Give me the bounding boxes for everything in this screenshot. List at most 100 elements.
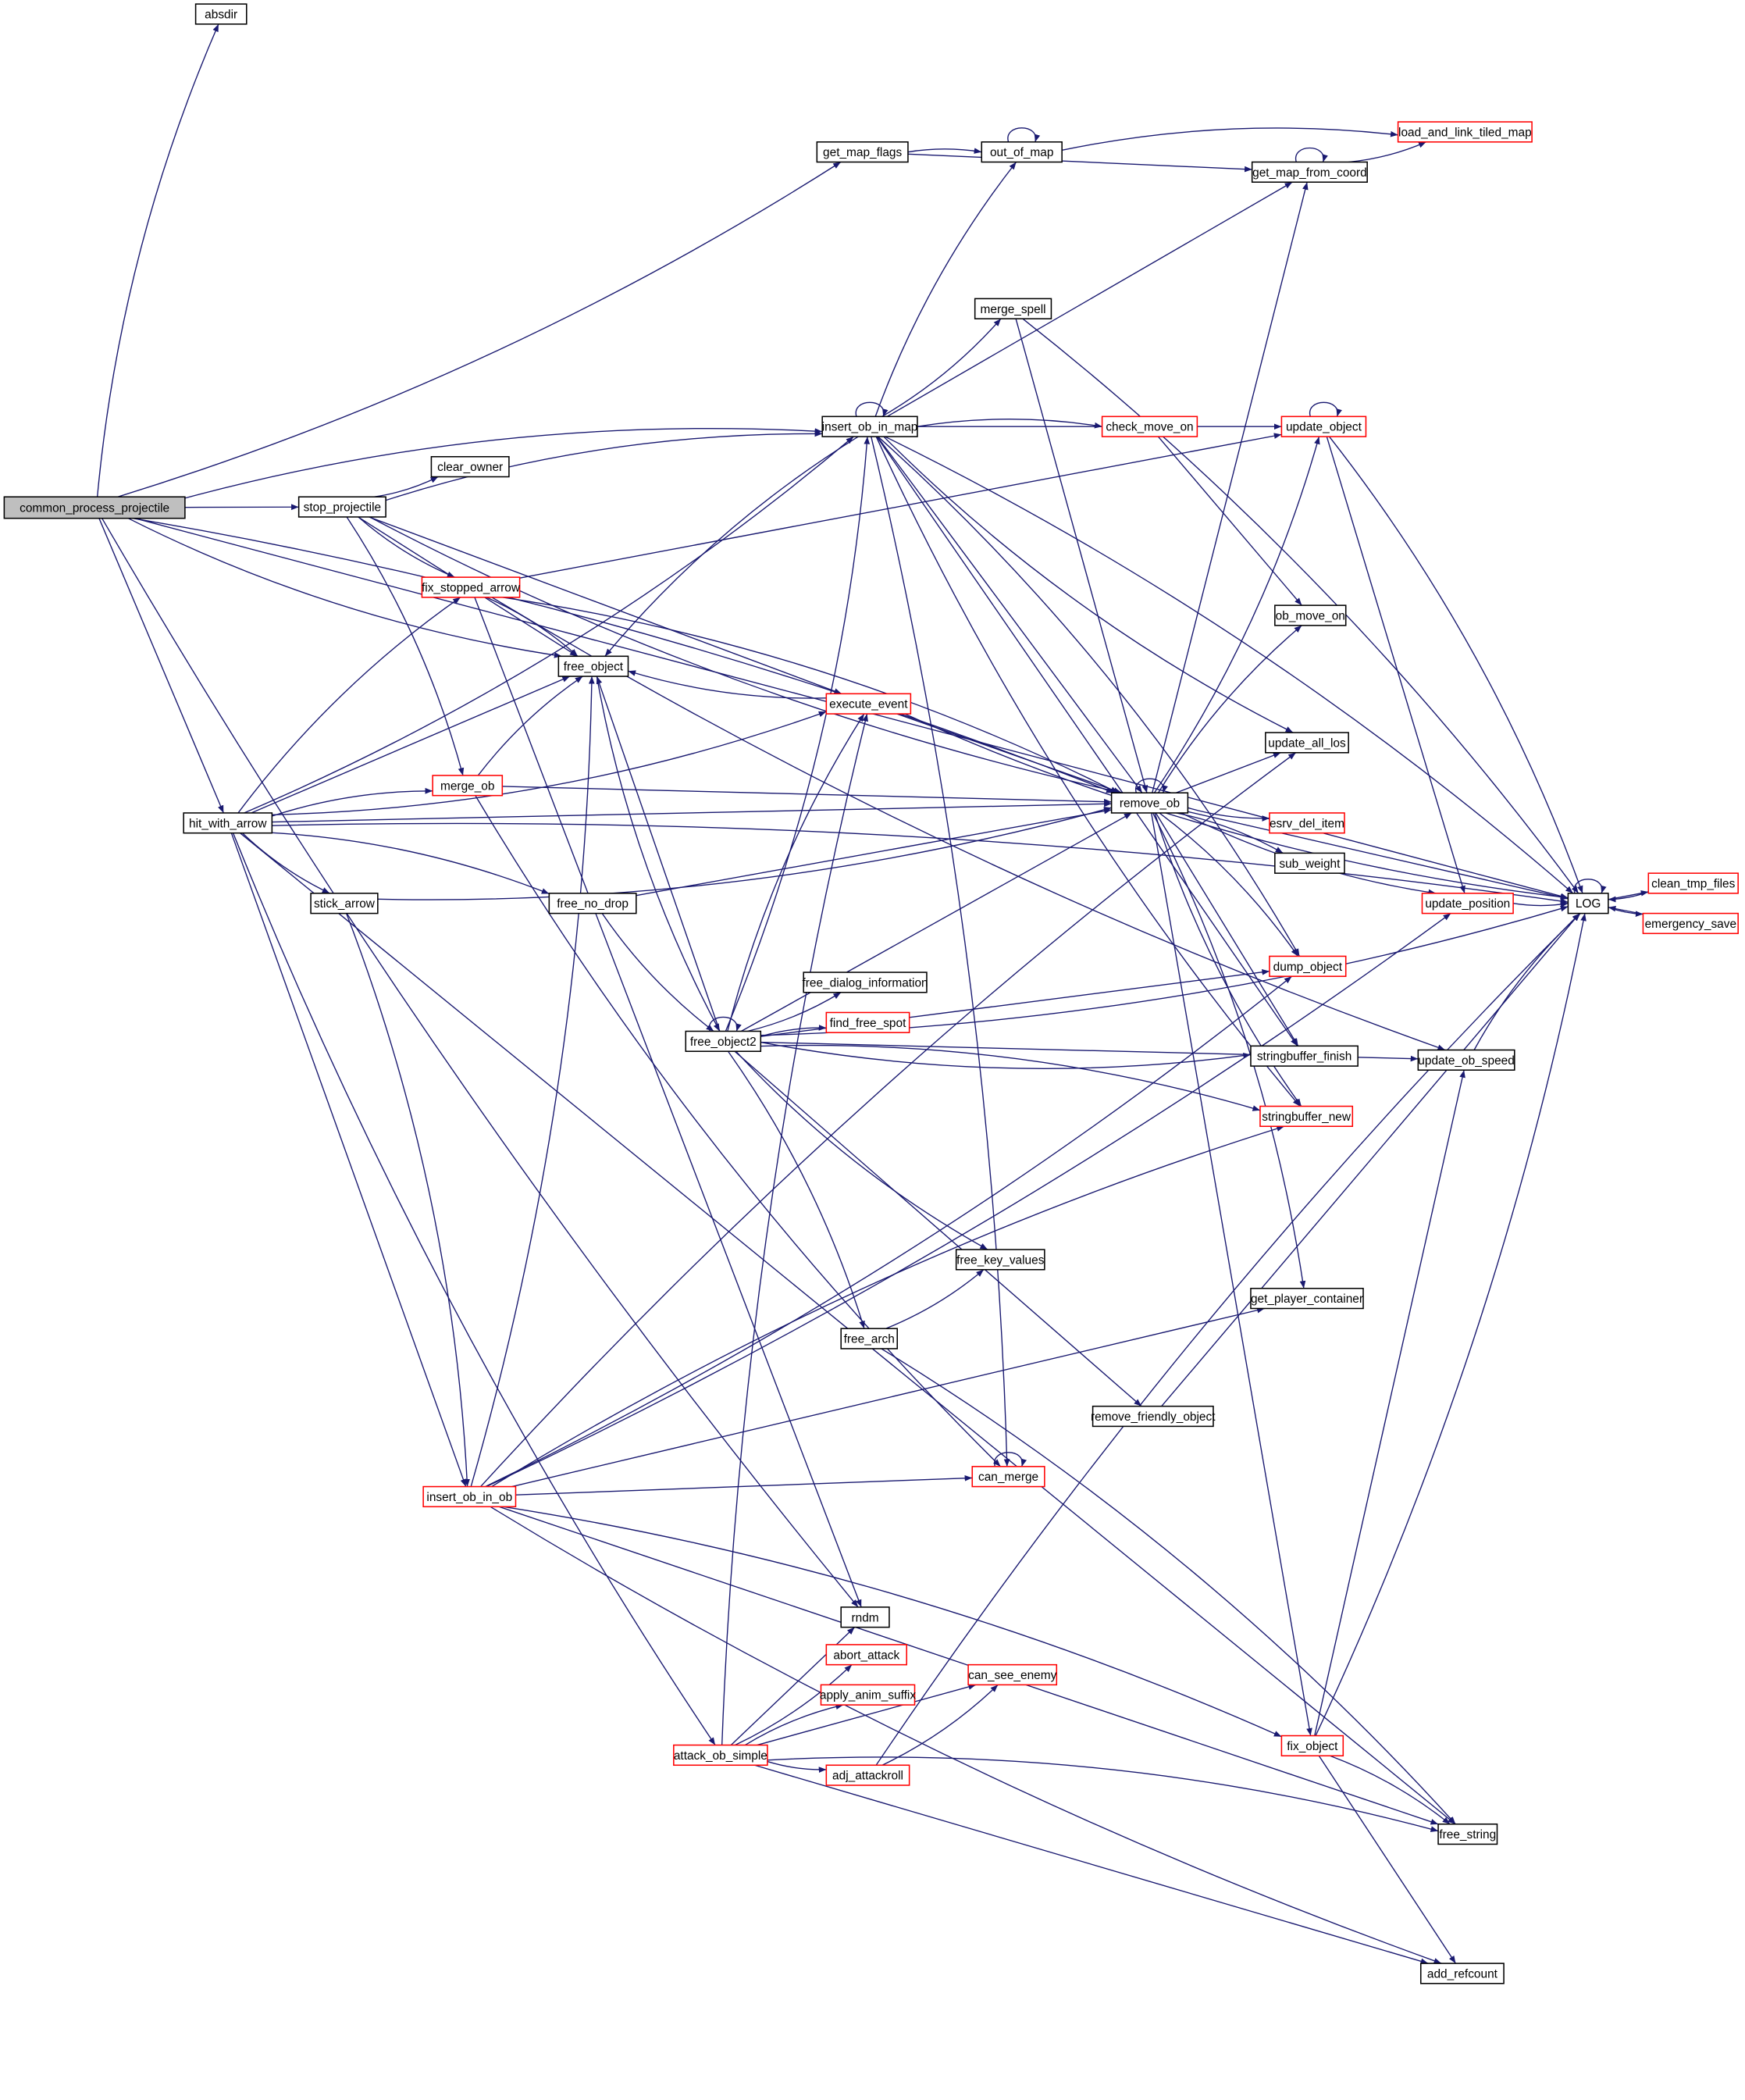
node-box[interactable] <box>432 775 504 797</box>
node-box[interactable] <box>1250 1287 1364 1310</box>
node-absdir[interactable]: absdir <box>194 3 248 25</box>
node-merge-ob[interactable]: merge_ob <box>432 775 504 797</box>
node-box[interactable] <box>825 693 912 715</box>
node-box[interactable] <box>1397 121 1533 143</box>
node-adj-attackroll[interactable]: adj_attackroll <box>825 1764 910 1786</box>
node-box[interactable] <box>974 298 1052 319</box>
node-free-string[interactable]: free_string <box>1437 1823 1498 1845</box>
node-remove-friendly-object[interactable]: remove_friendly_object <box>1091 1405 1216 1428</box>
node-update-position[interactable]: update_position <box>1421 893 1514 915</box>
node-box[interactable] <box>803 972 928 993</box>
node-box[interactable] <box>422 1485 517 1508</box>
node-dump-object[interactable]: dump_object <box>1269 955 1347 977</box>
node-box[interactable] <box>1269 812 1345 834</box>
node-box[interactable] <box>557 655 629 677</box>
node-free-no-drop[interactable]: free_no_drop <box>548 893 637 915</box>
node-stringbuffer-new[interactable]: stringbuffer_new <box>1259 1105 1354 1128</box>
node-box[interactable] <box>816 141 909 163</box>
node-box[interactable] <box>194 3 248 25</box>
node-box[interactable] <box>1280 1735 1344 1757</box>
node-box[interactable] <box>971 1466 1045 1488</box>
node-load-and-link-tiled-map[interactable]: load_and_link_tiled_map <box>1397 121 1533 143</box>
node-box[interactable] <box>297 496 386 518</box>
node-add-refcount[interactable]: add_refcount <box>1419 1963 1505 1984</box>
node-free-arch[interactable]: free_arch <box>840 1328 898 1349</box>
node-update-ob-speed[interactable]: update_ob_speed <box>1417 1049 1515 1071</box>
node-merge-spell[interactable]: merge_spell <box>974 298 1052 319</box>
node-update-object[interactable]: update_object <box>1280 415 1367 437</box>
node-LOG[interactable]: LOG <box>1567 893 1609 915</box>
node-hit-with-arrow[interactable]: hit_with_arrow <box>183 812 273 834</box>
node-rndm[interactable]: rndm <box>840 1606 890 1628</box>
node-box[interactable] <box>1269 955 1347 977</box>
node-ob-move-on[interactable]: ob_move_on <box>1274 604 1347 626</box>
node-box[interactable] <box>820 1684 916 1706</box>
node-box[interactable] <box>421 576 521 598</box>
node-can-see-enemy[interactable]: can_see_enemy <box>967 1663 1058 1686</box>
node-box[interactable] <box>1259 1105 1354 1128</box>
node-cpp[interactable]: common_process_projectile <box>3 496 186 519</box>
node-box[interactable] <box>981 141 1063 163</box>
node-free-dialog-information[interactable]: free_dialog_information <box>802 972 928 993</box>
node-box[interactable] <box>1642 912 1739 935</box>
node-fix-stopped-arrow[interactable]: fix_stopped_arrow <box>421 576 521 598</box>
node-attack-ob-simple[interactable]: attack_ob_simple <box>673 1744 768 1767</box>
node-box[interactable] <box>1647 872 1739 894</box>
node-box[interactable] <box>1265 732 1349 754</box>
node-clear-owner[interactable]: clear_owner <box>430 456 510 478</box>
node-box[interactable] <box>840 1328 898 1349</box>
node-fix-object[interactable]: fix_object <box>1280 1735 1344 1757</box>
node-remove-ob[interactable]: remove_ob <box>1110 792 1189 814</box>
node-box[interactable] <box>840 1606 890 1628</box>
node-box[interactable] <box>955 1249 1045 1271</box>
node-free-object[interactable]: free_object <box>557 655 629 677</box>
node-find-free-spot[interactable]: find_free_spot <box>825 1011 910 1033</box>
node-emergency-save[interactable]: emergency_save <box>1642 912 1739 935</box>
node-execute-event[interactable]: execute_event <box>825 693 912 715</box>
node-abort-attack[interactable]: abort_attack <box>825 1644 908 1666</box>
node-box[interactable] <box>1250 1045 1359 1067</box>
node-can-merge[interactable]: can_merge <box>971 1466 1045 1488</box>
node-box[interactable] <box>548 893 637 915</box>
node-box[interactable] <box>1251 161 1368 184</box>
node-insert-ob-in-map[interactable]: insert_ob_in_map <box>821 415 918 437</box>
node-check-move-on[interactable]: check_move_on <box>1101 415 1198 437</box>
node-box[interactable] <box>685 1030 762 1052</box>
node-free-key-values[interactable]: free_key_values <box>955 1249 1045 1271</box>
node-update-all-los[interactable]: update_all_los <box>1265 732 1349 754</box>
node-box[interactable] <box>1280 415 1367 437</box>
node-box[interactable] <box>1092 1405 1214 1428</box>
node-box[interactable] <box>1274 852 1345 874</box>
node-box[interactable] <box>310 893 379 915</box>
node-stick-arrow[interactable]: stick_arrow <box>310 893 379 915</box>
node-box[interactable] <box>1274 604 1347 626</box>
node-sub-weight[interactable]: sub_weight <box>1274 852 1345 874</box>
node-box[interactable] <box>821 415 918 437</box>
node-box[interactable] <box>825 1764 910 1786</box>
node-box[interactable] <box>1419 1963 1505 1984</box>
node-box[interactable] <box>1417 1049 1515 1071</box>
node-free-object2[interactable]: free_object2 <box>685 1030 762 1052</box>
node-stop-projectile[interactable]: stop_projectile <box>297 496 386 518</box>
node-box[interactable] <box>825 1011 910 1033</box>
node-box[interactable] <box>825 1644 908 1666</box>
node-clean-tmp-files[interactable]: clean_tmp_files <box>1647 872 1739 894</box>
node-box[interactable] <box>1437 1823 1498 1845</box>
node-box[interactable] <box>1567 893 1609 915</box>
node-box[interactable] <box>3 496 186 519</box>
node-box[interactable] <box>1101 415 1198 437</box>
node-apply-anim-suffix[interactable]: apply_anim_suffix <box>820 1684 916 1706</box>
node-get-map-flags[interactable]: get_map_flags <box>816 141 909 163</box>
node-box[interactable] <box>430 456 510 478</box>
node-get-player-container[interactable]: get_player_container <box>1250 1287 1364 1310</box>
node-box[interactable] <box>673 1744 768 1767</box>
node-insert-ob-in-ob[interactable]: insert_ob_in_ob <box>422 1485 517 1508</box>
node-box[interactable] <box>967 1663 1058 1686</box>
node-esrv-del-item[interactable]: esrv_del_item <box>1269 812 1345 834</box>
node-out-of-map[interactable]: out_of_map <box>981 141 1063 163</box>
node-box[interactable] <box>183 812 273 834</box>
node-stringbuffer-finish[interactable]: stringbuffer_finish <box>1250 1045 1359 1067</box>
node-box[interactable] <box>1421 893 1514 915</box>
node-get-map-from-coord[interactable]: get_map_from_coord <box>1251 161 1368 184</box>
node-box[interactable] <box>1110 792 1189 814</box>
